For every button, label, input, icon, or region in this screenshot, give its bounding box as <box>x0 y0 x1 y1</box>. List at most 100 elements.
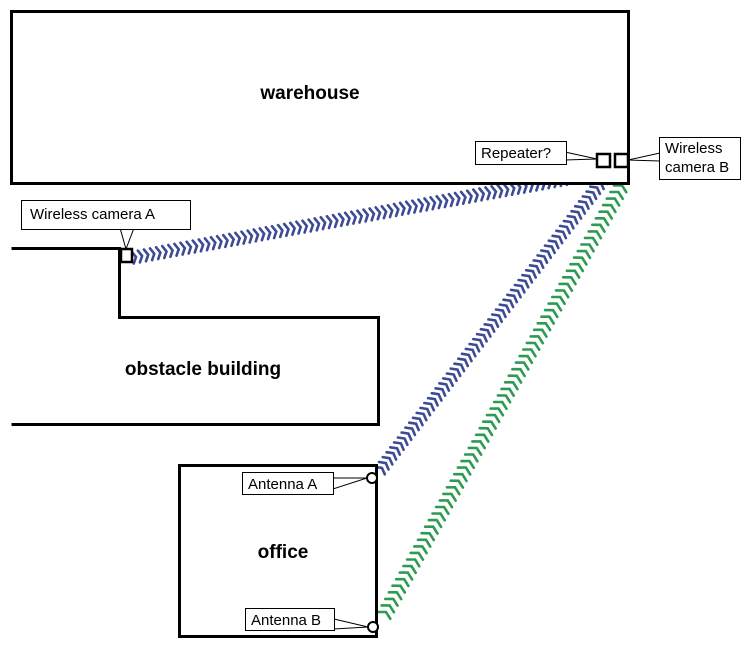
obstacle-building-label: obstacle building <box>125 359 281 380</box>
link-chevron <box>566 214 579 225</box>
link-chevron <box>434 505 450 516</box>
link-chevron <box>481 420 497 430</box>
link-chevron <box>536 254 549 265</box>
link-chevron <box>387 590 403 601</box>
link-chevron <box>594 217 610 227</box>
link-chevron <box>276 223 284 239</box>
link-chevron <box>502 298 515 309</box>
link-chevron <box>494 308 507 319</box>
link-chevron <box>583 236 599 246</box>
link-chevron <box>605 197 621 207</box>
link-chevron <box>377 460 390 471</box>
link-chevron <box>521 348 537 358</box>
link-chevron <box>464 347 477 358</box>
link-chevron <box>483 322 496 333</box>
camera-b-device-icon[interactable] <box>613 152 630 169</box>
link-chevron <box>529 335 545 345</box>
link-chevron <box>431 512 447 522</box>
link-chevron <box>456 466 472 476</box>
link-chevron <box>288 221 297 236</box>
antenna-b-icon[interactable] <box>367 621 379 633</box>
link-chevron <box>301 219 309 234</box>
link-chevron <box>438 381 451 392</box>
link-chevron <box>490 185 498 200</box>
link-chevron <box>410 199 419 214</box>
link-chevron <box>554 289 570 299</box>
link-chevron <box>536 321 552 332</box>
link-chevron <box>489 407 505 417</box>
link-chevron <box>416 538 432 548</box>
link-chevron <box>532 259 545 270</box>
antenna-a-icon[interactable] <box>366 472 378 484</box>
link-chevron <box>392 202 400 218</box>
link-chevron <box>452 472 468 483</box>
link-chevron <box>453 191 461 207</box>
link-chevron <box>392 441 405 452</box>
link-chevron <box>543 308 559 319</box>
link-chevron <box>325 214 333 230</box>
link-chevron <box>525 341 541 352</box>
link-chevron <box>136 249 144 264</box>
wireless-link-antenna-b-to-camera-b <box>376 184 628 621</box>
link-chevron <box>612 184 628 194</box>
link-chevron <box>562 219 575 230</box>
link-chevron <box>438 499 454 509</box>
camera-b-label-line1: Wireless <box>665 140 723 157</box>
link-chevron <box>581 195 594 205</box>
link-chevron <box>555 229 568 240</box>
camera-a-device-icon[interactable] <box>119 247 134 264</box>
link-chevron <box>565 269 581 279</box>
wireless-link-antenna-a-to-warehouse <box>373 175 609 476</box>
link-chevron <box>558 282 574 293</box>
link-chevron <box>394 577 410 588</box>
repeater-callout: Repeater? <box>475 141 598 165</box>
link-chevron <box>447 192 455 208</box>
link-chevron <box>449 479 465 489</box>
link-chevron <box>374 206 382 221</box>
link-chevron <box>380 604 396 614</box>
link-chevron <box>434 386 447 397</box>
link-chevron <box>471 188 480 203</box>
link-chevron <box>427 518 443 529</box>
link-chevron <box>209 236 217 251</box>
link-chevron <box>385 450 398 461</box>
repeater-device-icon[interactable] <box>595 152 612 169</box>
link-chevron <box>349 210 358 225</box>
link-chevron <box>576 249 592 260</box>
link-chevron <box>282 222 290 238</box>
link-chevron <box>380 205 388 220</box>
link-chevron <box>498 303 511 314</box>
link-chevron <box>404 426 417 437</box>
link-chevron <box>383 597 399 607</box>
link-chevron <box>435 195 443 210</box>
link-chevron <box>331 213 339 229</box>
link-chevron <box>396 436 409 447</box>
camera-b-callout: Wireless camera B <box>627 137 741 180</box>
link-chevron <box>528 263 541 274</box>
link-chevron <box>270 224 278 240</box>
link-chevron <box>569 262 585 273</box>
link-chevron <box>376 610 392 621</box>
link-chevron <box>513 283 526 294</box>
antenna-a-label: Antenna A <box>248 476 317 493</box>
link-chevron <box>197 238 205 253</box>
link-chevron <box>496 394 512 404</box>
link-chevron <box>391 584 407 594</box>
link-chevron <box>502 182 510 198</box>
link-chevron <box>587 230 603 240</box>
link-chevron <box>148 247 156 262</box>
link-chevron <box>485 413 501 424</box>
link-chevron <box>173 242 181 257</box>
link-chevron <box>398 201 406 216</box>
link-chevron <box>252 228 260 243</box>
link-chevron <box>475 332 488 343</box>
link-chevron <box>388 445 402 456</box>
antenna-b-label: Antenna B <box>251 612 321 629</box>
camera-a-callout: Wireless camera A <box>21 200 191 251</box>
link-chevron <box>558 224 572 235</box>
link-chevron <box>572 256 588 266</box>
wireless-links <box>130 166 628 621</box>
link-chevron <box>420 531 436 542</box>
link-chevron <box>441 193 449 209</box>
link-chevron <box>264 226 272 241</box>
